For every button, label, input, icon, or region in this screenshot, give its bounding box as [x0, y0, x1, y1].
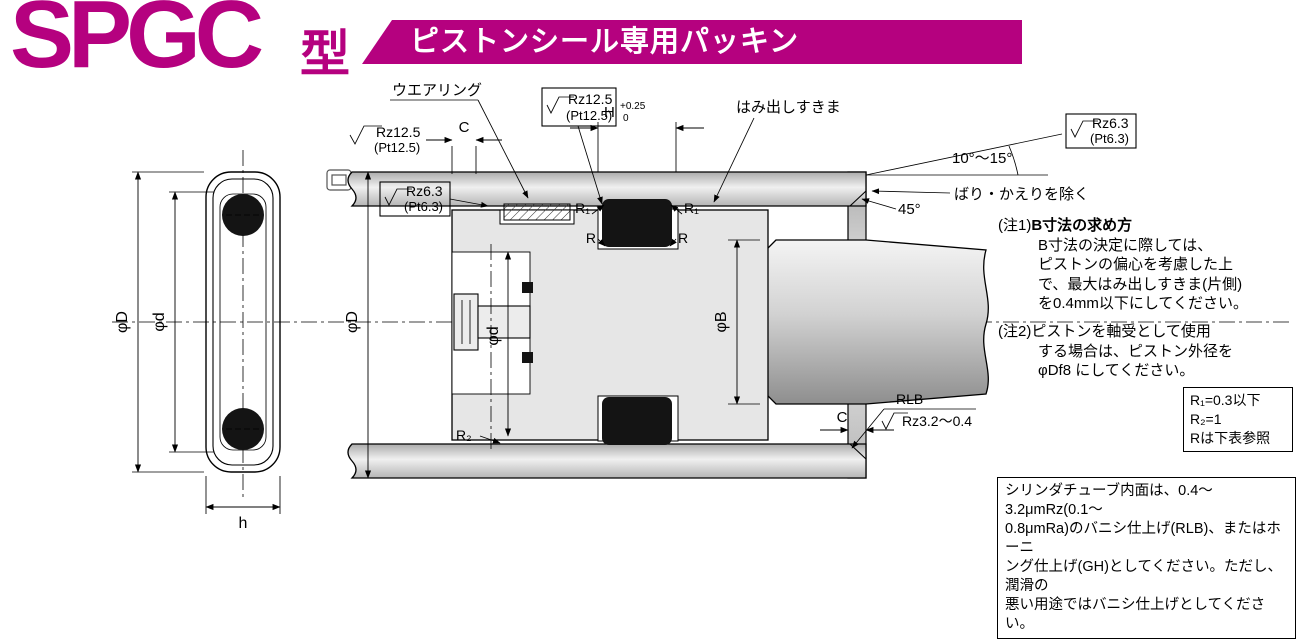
label-rz12-5-top: Rz12.5	[568, 91, 613, 107]
cylinder-finish-line: ング仕上げ(GH)としてください。ただし、潤滑の	[1005, 559, 1283, 594]
label-pt12-5-top: (Pt12.5)	[566, 108, 612, 123]
label-deburr: ばり・かえりを除く	[954, 186, 1089, 203]
label-RLB-roughness: Rz3.2～0.4	[902, 413, 972, 429]
banner-text: ピストンシール専用パッキン	[410, 26, 800, 58]
annotations: ウエアリング Rz12.5 (Pt12.5) C Rz6.3 (Pt6.3) R…	[344, 82, 1137, 479]
chamfer-top	[849, 190, 867, 207]
bolt-shank	[477, 305, 531, 339]
cylinder-section	[347, 171, 989, 479]
label-C-bottom: C	[837, 409, 848, 426]
label-extrusion-gap: はみ出しすきま	[736, 99, 841, 116]
label-rz6-3-left: Rz6.3	[406, 183, 443, 199]
label-pt6-3-left: (Pt6.3)	[404, 199, 443, 214]
label-45: 45°	[898, 201, 921, 218]
label-rz6-3-right: Rz6.3	[1092, 115, 1129, 131]
label-h-ring: h	[239, 515, 248, 532]
note2-line: する場合は、ピストン外径を	[1038, 342, 1234, 360]
piston-seal-top	[602, 199, 672, 247]
label-RLB: RLB	[896, 391, 923, 407]
technical-drawing: φD φd h	[112, 82, 1292, 532]
note-1: (注1)B寸法の求め方 B寸法の決定に際しては、 ピストンの偏心を考慮した上 で…	[998, 216, 1296, 314]
ring-inner-wall	[212, 178, 274, 466]
radius-spec-line: R₁=0.3以下	[1190, 392, 1261, 408]
note1-line: で、最大はみ出しすきま(片側)	[1038, 275, 1243, 293]
note2-label: (注2)	[998, 323, 1032, 340]
cylinder-finish-line: 悪い用途ではバニシ仕上げとしてください。	[1005, 597, 1266, 632]
label-wear-ring: ウエアリング	[392, 82, 482, 99]
label-phid-main: φd	[485, 326, 502, 345]
note1-line: を0.4mm以下にしてください。	[1038, 295, 1248, 312]
radius-spec-line: Rは下表参照	[1190, 430, 1271, 446]
surface-finish-icon	[384, 188, 412, 206]
label-R-right: R	[678, 230, 688, 246]
label-taper-angle: 10°～15°	[952, 150, 1012, 167]
label-phid-ring: φd	[151, 312, 168, 331]
series-title-suffix: 型	[300, 26, 350, 82]
label-H-tol-zero: 0	[623, 113, 629, 124]
oring-section-top	[522, 282, 533, 293]
note1-line: B寸法の決定に際しては、	[1038, 236, 1213, 254]
bolt-head	[453, 293, 479, 351]
surface-finish-icon	[349, 125, 382, 145]
cylinder-finish-box: シリンダチューブ内面は、0.4～3.2μmRz(0.1～ 0.8μmRa)のバニ…	[997, 477, 1296, 639]
seal-section-top	[222, 194, 264, 236]
radius-spec-line: R₂=1	[1190, 411, 1222, 427]
label-R1-right: R₁	[684, 200, 699, 216]
note2-line: φDf8 にしてください。	[1038, 362, 1195, 379]
banner: ピストンシール専用パッキン	[362, 20, 1022, 64]
note-2: (注2)ピストンを軸受として使用 する場合は、ピストン外径を φDf8 にしてく…	[998, 322, 1296, 381]
label-rz12-5-left: Rz12.5	[376, 124, 421, 140]
label-R-left: R	[586, 230, 596, 246]
label-R1-left: R₁	[575, 200, 590, 216]
label-H: H	[604, 104, 615, 121]
note1-label: (注1)	[998, 217, 1032, 234]
cylinder-wall-top	[347, 171, 867, 207]
piston-rod	[761, 239, 989, 405]
wear-ring	[503, 203, 571, 221]
ring-outer-profile	[205, 171, 281, 473]
label-phiD-ring: φD	[114, 311, 131, 333]
cylinder-finish-line: 0.8μmRa)のバニシ仕上げ(RLB)、またはホーニ	[1005, 521, 1281, 556]
catalog-page: φD φd h	[10, 0, 1296, 639]
label-R2: R₂	[456, 427, 472, 443]
seal-ring-side-view: φD φd h	[114, 150, 352, 532]
cylinder-wall-bottom	[347, 443, 867, 479]
note2-line: ピストンを軸受として使用	[1031, 323, 1211, 340]
wear-ring-stamp-icon	[326, 169, 352, 191]
radius-spec-box: R₁=0.3以下 R₂=1 Rは下表参照	[1183, 387, 1293, 452]
note1-line: ピストンの偏心を考慮した上	[1038, 256, 1234, 273]
note1-title: B寸法の求め方	[1031, 217, 1133, 234]
oring-section-bottom	[522, 352, 533, 363]
label-phiD-main: φD	[344, 311, 361, 333]
label-phiB: φB	[713, 311, 730, 332]
series-title: SPGC	[10, 0, 264, 88]
surface-finish-box	[541, 87, 617, 127]
cylinder-finish-line: シリンダチューブ内面は、0.4～3.2μmRz(0.1～	[1005, 483, 1213, 518]
surface-finish-icon	[1070, 120, 1098, 138]
surface-finish-box	[1065, 113, 1137, 149]
label-pt6-3-right: (Pt6.3)	[1090, 131, 1129, 146]
seal-section-bottom	[222, 408, 264, 450]
surface-finish-icon	[546, 96, 574, 114]
label-C-top: C	[459, 119, 470, 136]
label-pt12-5-left: (Pt12.5)	[374, 140, 420, 155]
surface-finish-icon	[881, 412, 908, 430]
label-H-tol-plus: +0.25	[620, 101, 646, 112]
piston-seal-bottom	[602, 397, 672, 445]
